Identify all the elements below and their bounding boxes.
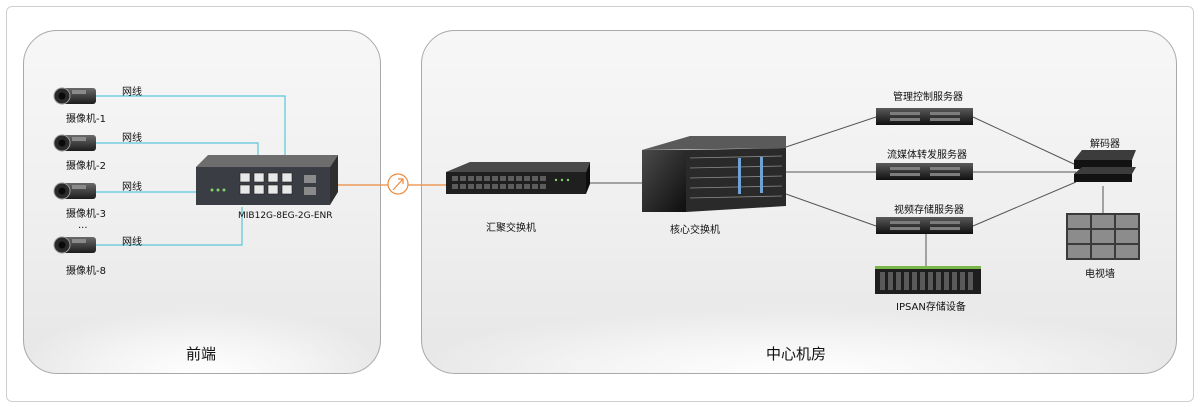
video-wall-icon — [1066, 213, 1140, 260]
camera-cables — [96, 95, 286, 246]
camera-label-1: 摄像机-1 — [66, 114, 106, 125]
camera-label-3: 摄像机-3 — [66, 209, 106, 220]
server-label-storage: 视频存储服务器 — [894, 205, 964, 216]
center-room-panel — [421, 30, 1177, 374]
cable-label-1: 网线 — [122, 87, 142, 98]
camera-icon — [53, 134, 96, 152]
decoder-icon — [1074, 150, 1136, 182]
uplink-cable — [333, 173, 446, 195]
camera-icon — [53, 236, 96, 254]
front-switch-icon — [196, 155, 338, 205]
server-label-management: 管理控制服务器 — [893, 92, 963, 103]
core-switch-icon — [642, 136, 786, 212]
server-icon — [876, 163, 973, 180]
center-room-title: 中心机房 — [766, 345, 827, 363]
camera-label-8: 摄像机-8 — [66, 266, 106, 277]
ipsan-storage-icon — [875, 266, 981, 294]
front-switch-model: MIB12G-8EG-2G-ENR — [238, 211, 333, 221]
server-icon — [876, 217, 973, 234]
server-label-streaming: 流媒体转发服务器 — [887, 150, 967, 161]
core-switch-label: 核心交换机 — [670, 225, 720, 236]
camera-icon — [53, 182, 96, 200]
camera-icon — [53, 87, 96, 105]
aggregation-switch-icon — [446, 162, 590, 194]
ipsan-label: IPSAN存储设备 — [896, 302, 966, 313]
cable-label-2: 网线 — [122, 133, 142, 144]
aggregation-switch-label: 汇聚交换机 — [486, 223, 536, 234]
cable-label-3: 网线 — [122, 182, 142, 193]
cable-label-8: 网线 — [122, 237, 142, 248]
camera-label-2: 摄像机-2 — [66, 161, 106, 172]
decoder-label: 解码器 — [1090, 139, 1120, 150]
device-links — [588, 116, 1104, 266]
server-icon — [876, 108, 973, 125]
front-end-title: 前端 — [186, 345, 217, 363]
ellipsis: ... — [78, 220, 88, 231]
video-wall-label: 电视墙 — [1085, 269, 1115, 280]
